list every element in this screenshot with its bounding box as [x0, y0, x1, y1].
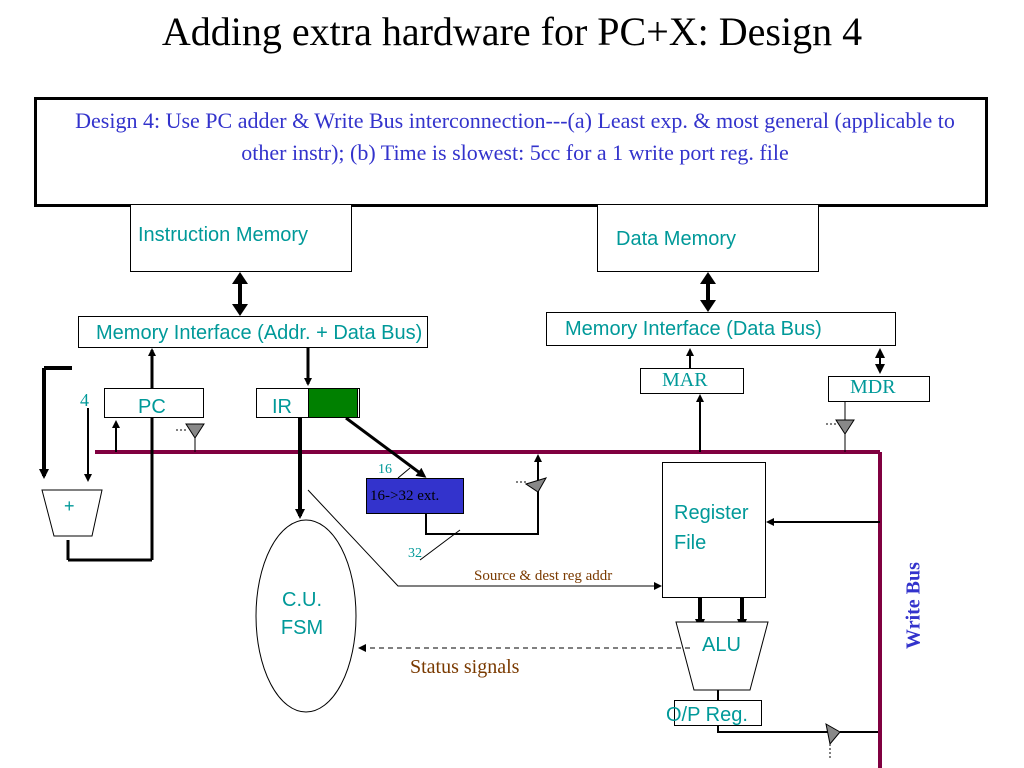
write-bus-label: Write Bus	[902, 562, 925, 649]
memory-interface-left-label: Memory Interface (Addr. + Data Bus)	[96, 322, 423, 344]
ir-immediate-field	[308, 388, 358, 418]
pc-label: PC	[138, 396, 166, 418]
source-dest-label: Source & dest reg addr	[474, 568, 613, 584]
pc-adder	[41, 489, 103, 537]
ir-label: IR	[272, 396, 292, 418]
memory-interface-right-block	[546, 312, 896, 346]
data-memory-label: Data Memory	[616, 228, 737, 250]
mdr-block	[828, 376, 930, 402]
imem-interface-link	[232, 272, 248, 316]
register-file-block	[662, 462, 766, 598]
op-reg-block	[674, 700, 762, 726]
cu-fsm-label: C.U. FSM	[280, 589, 324, 639]
op-reg-label: O/P Reg.	[666, 704, 748, 726]
adder-label: +	[64, 496, 75, 516]
memory-interface-left-block	[78, 316, 428, 348]
status-signals-label: Status signals	[410, 656, 520, 678]
ext-output-width: 32	[408, 546, 422, 561]
page-title: Adding extra hardware for PC+X: Design 4	[161, 9, 863, 54]
sign-extend-block	[366, 478, 464, 514]
mar-block	[640, 368, 744, 394]
instruction-memory-block	[130, 204, 352, 272]
mdr-label: MDR	[850, 376, 896, 398]
register-file-label: Register File	[674, 502, 749, 554]
ext-input-width: 16	[378, 462, 392, 477]
data-memory-block	[597, 204, 819, 272]
sign-extend-label: 16->32 ext.	[370, 488, 440, 504]
cu-fsm-ellipse	[255, 519, 357, 713]
alu-label: ALU	[702, 634, 741, 656]
pc-block	[104, 388, 204, 418]
instruction-memory-label: Instruction Memory	[138, 224, 309, 246]
design-note-box	[34, 97, 988, 207]
dmem-interface-link	[700, 272, 716, 312]
mar-label: MAR	[662, 369, 708, 391]
alu-shape	[675, 621, 769, 691]
memory-interface-right-label: Memory Interface (Data Bus)	[565, 318, 822, 340]
pc-increment-label: 4	[80, 390, 89, 410]
design-note-text: Design 4: Use PC adder & Write Bus inter…	[75, 108, 955, 165]
